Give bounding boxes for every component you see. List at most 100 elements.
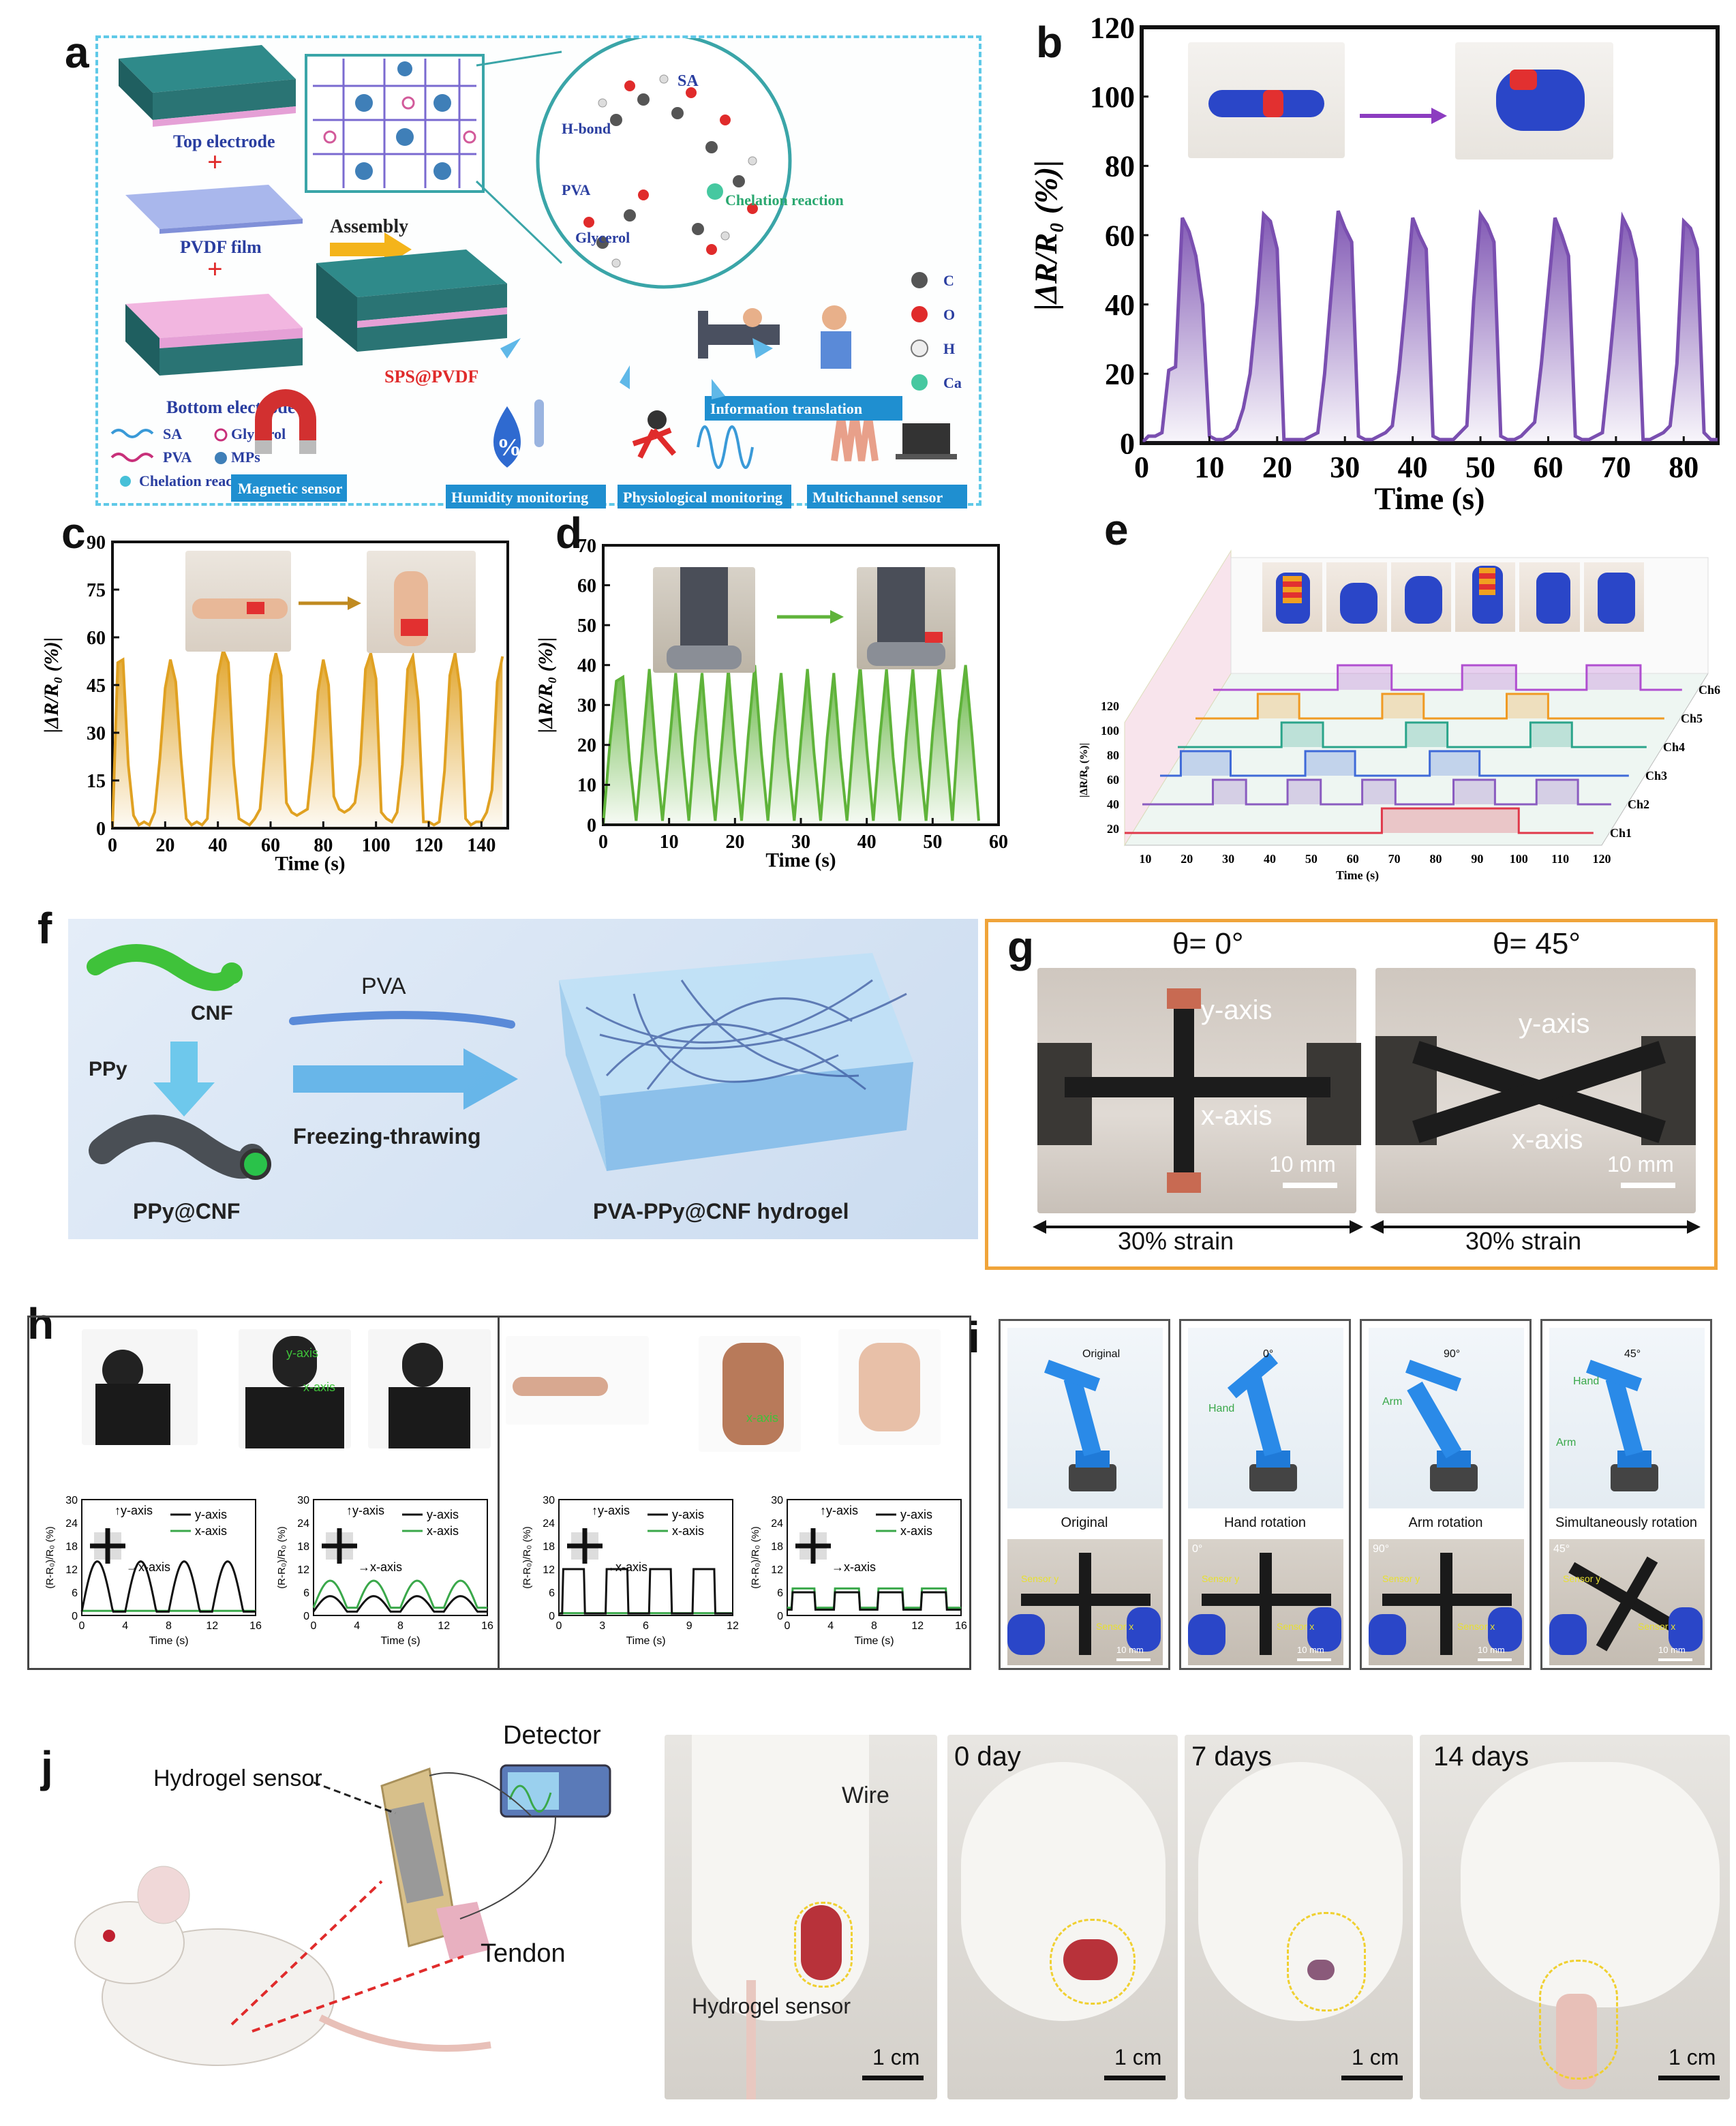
channel-label: Ch4 — [1663, 740, 1685, 754]
app-magnetic-box — [231, 474, 347, 502]
x-tick-label: 80 — [1430, 852, 1442, 866]
robot-card: 45° Hand Arm Simultaneously rotation 45°… — [1540, 1319, 1712, 1670]
svg-text:Multichannel sensor: Multichannel sensor — [812, 489, 943, 506]
y-axis-label: (R-R₀)/R₀ (%) — [750, 1526, 761, 1589]
hydrogel-block — [559, 953, 913, 1171]
x-tick-label: 4 — [122, 1620, 128, 1632]
x-tick-label: 50 — [1465, 451, 1495, 484]
x-tick-label: 0 — [1134, 451, 1149, 484]
x-tick-label: 140 — [467, 835, 496, 856]
bed-doctor-icon — [698, 305, 851, 369]
panel-label-i: i — [968, 1313, 980, 1362]
robot-card: 90° Arm Arm rotation 90° Sensor y Sensor… — [1360, 1319, 1532, 1670]
channel-pulse-fill — [1462, 665, 1517, 690]
channel-pulse-fill — [1305, 751, 1356, 776]
hand-gesture-6 — [1583, 562, 1644, 632]
x-axis-label: Time (s) — [149, 1635, 188, 1647]
legend-y: y-axis — [195, 1508, 227, 1521]
x-tick-label: 12 — [206, 1620, 218, 1632]
svg-text:SA: SA — [163, 425, 182, 442]
channel-pulse-fill — [1213, 780, 1247, 804]
data-line — [602, 665, 980, 825]
sensor-photo: 45° Sensor y Sensor x 10 mm — [1549, 1539, 1705, 1665]
x-tick-label: 10 — [1194, 451, 1224, 484]
arrow-right-icon — [1360, 108, 1447, 124]
svg-text:Magnetic sensor: Magnetic sensor — [238, 480, 343, 497]
channel-pulse-fill — [1453, 780, 1495, 804]
channel-trace — [1125, 807, 1594, 834]
x-axis-label: Time (s) — [765, 850, 836, 872]
channel-label: Ch5 — [1681, 712, 1703, 725]
y-tick-label: 0 — [303, 1611, 309, 1622]
legend-x: x-axis — [195, 1524, 227, 1538]
y-axis-label: |ΔR/R₀ (%)| — [41, 637, 63, 733]
hydrogel-sensor-label: Hydrogel sensor — [153, 1765, 322, 1791]
x-tick-label: 20 — [155, 835, 174, 856]
humidity-icon: % — [493, 399, 544, 468]
channel-pulse-fill — [1586, 665, 1641, 690]
y-tick-label: 50 — [577, 616, 596, 637]
y-tick-label: 75 — [87, 580, 106, 601]
channel-trace — [1178, 721, 1647, 748]
y-tick-label: 18 — [297, 1541, 309, 1553]
hand-gesture-5 — [1519, 562, 1580, 632]
hand-gesture-1 — [1262, 562, 1323, 632]
svg-text:Humidity monitoring: Humidity monitoring — [451, 489, 588, 506]
x-tick-label: 70 — [1388, 852, 1401, 866]
x-tick-label: 50 — [923, 832, 942, 853]
panel-label-b: b — [1036, 18, 1063, 67]
arrow-right-icon — [777, 610, 844, 624]
photo-mouse-day7: 7 days 1 cm — [1185, 1735, 1413, 2099]
svg-text:+: + — [207, 147, 223, 177]
strain-arrows — [1033, 1220, 1701, 1234]
y-axis-label: (R-R₀)/R₀ (%) — [521, 1526, 533, 1589]
channel-pulse-fill — [1181, 751, 1231, 776]
y-axis-trace — [787, 1591, 961, 1611]
x-tick-label: 12 — [911, 1620, 924, 1632]
y-tick-label: 20 — [577, 735, 596, 757]
x-tick-label: 20 — [1181, 852, 1193, 866]
legend-y: y-axis — [427, 1508, 459, 1521]
y-tick-label: 20 — [1107, 822, 1119, 836]
x-tick-label: 30 — [791, 832, 810, 853]
channel-pulse-fill — [1506, 694, 1549, 718]
y-tick-label: 0 — [96, 819, 106, 840]
y-tick-label: 18 — [65, 1541, 78, 1553]
panel-label-h: h — [27, 1299, 55, 1348]
ppy-cnf-fiber — [89, 1114, 266, 1179]
x-tick-label: 40 — [857, 832, 877, 853]
x-tick-label: 110 — [1551, 852, 1569, 866]
x-axis-label: Time (s) — [854, 1635, 894, 1647]
x-tick-label: 0 — [311, 1620, 317, 1632]
y-tick-label: 60 — [577, 575, 596, 596]
x-tick-label: 12 — [727, 1620, 739, 1632]
y-tick-label: 100 — [1101, 724, 1119, 738]
panel-label-f: f — [37, 904, 52, 953]
y-tick-label: 18 — [543, 1541, 555, 1553]
y-axis-tag: ↑y-axis — [820, 1504, 858, 1517]
y-tick-label: 15 — [87, 771, 106, 792]
x-tick-label: 30 — [1222, 852, 1234, 866]
robot-illustration — [1188, 1328, 1343, 1508]
app-physio-box — [618, 485, 791, 509]
sps-pvdf-illustration — [316, 249, 507, 352]
y-tick-label: 18 — [771, 1541, 783, 1553]
cnf-fiber — [87, 944, 241, 991]
y-axis-trace — [312, 1595, 487, 1613]
x-tick-label: 100 — [362, 835, 391, 856]
x-axis-tag: →x-axis — [358, 1560, 402, 1574]
detector-label: Detector — [503, 1721, 601, 1750]
y-tick-label: 60 — [1107, 773, 1119, 787]
plot-frame — [313, 1499, 488, 1616]
y-tick-label: 120 — [1090, 14, 1135, 44]
svg-text:PPy: PPy — [89, 1058, 127, 1080]
robot-illustration — [1007, 1328, 1163, 1508]
svg-text:Physiological monitoring: Physiological monitoring — [623, 489, 782, 506]
robot-caption: Original — [1061, 1515, 1108, 1530]
channel-label: Ch2 — [1628, 798, 1649, 811]
x-tick-label: 60 — [1533, 451, 1563, 484]
y-axis-trace — [80, 1560, 256, 1613]
x-tick-label: 16 — [955, 1620, 967, 1632]
y-tick-label: 40 — [577, 656, 596, 677]
